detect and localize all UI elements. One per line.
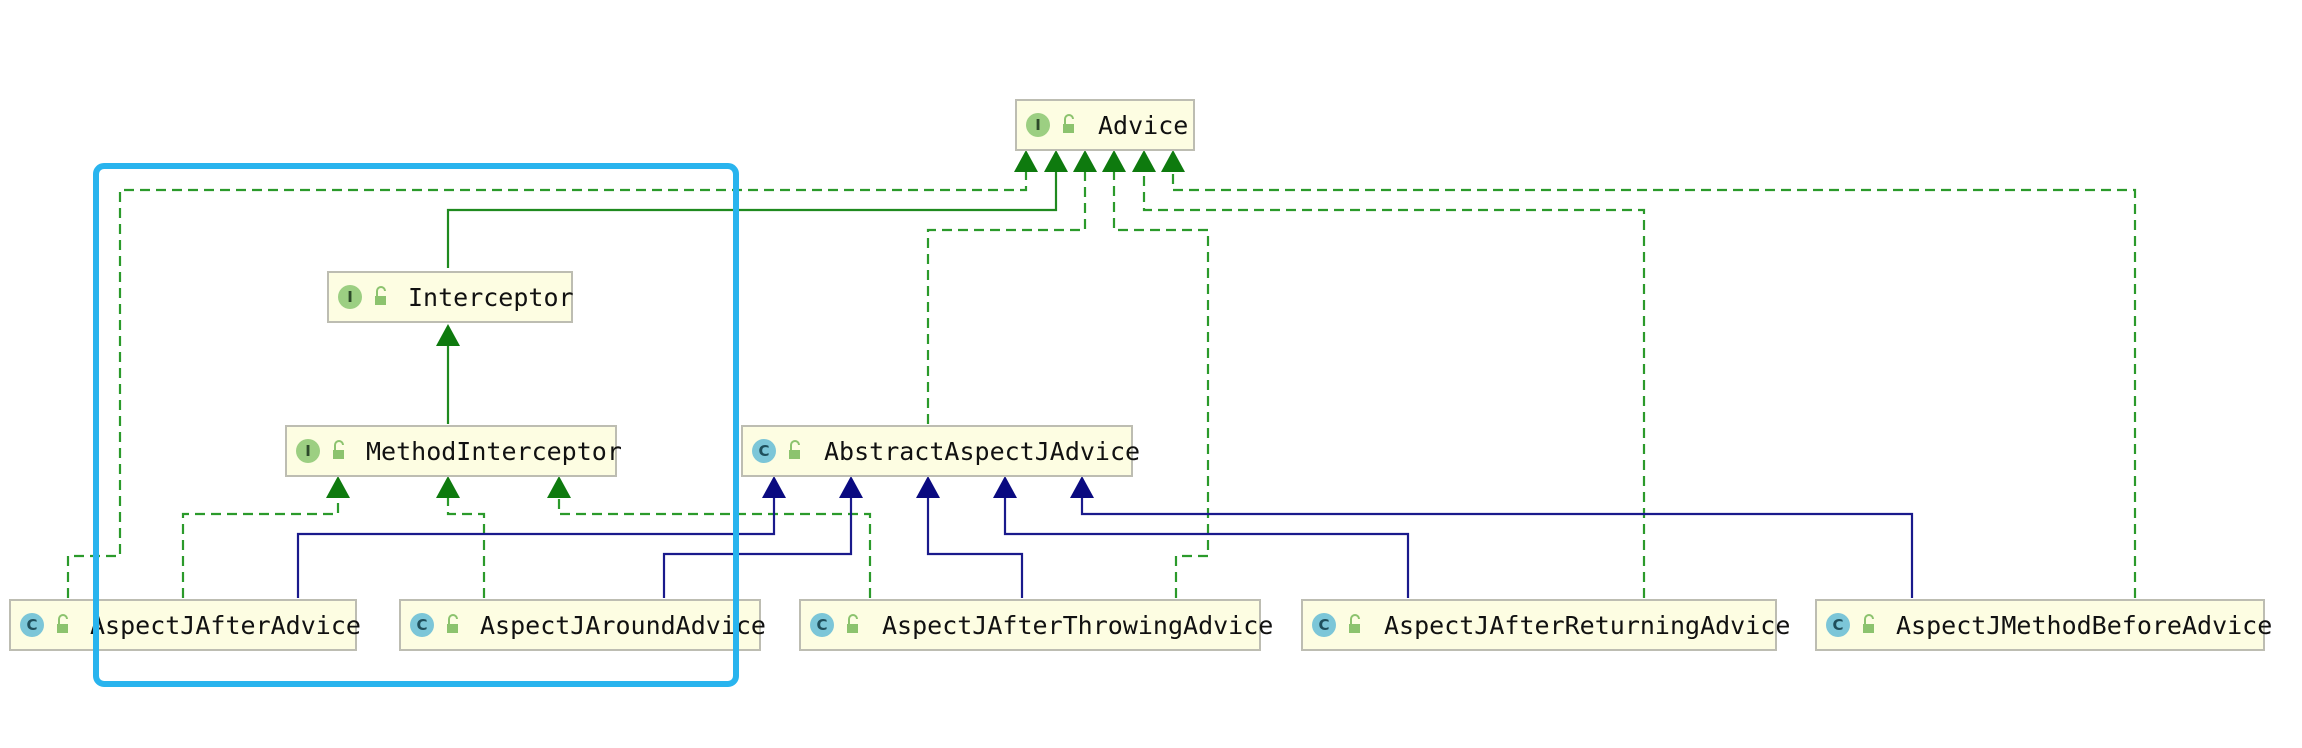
class-c-icon (752, 439, 776, 463)
node-interceptor-label: Interceptor (408, 283, 574, 312)
edge-after-advice-to-advice (66, 166, 1028, 598)
arrowhead-abstract-4 (993, 476, 1017, 498)
interface-i-icon (296, 439, 320, 463)
class-c-icon (1312, 613, 1336, 637)
node-aspectj-after-advice-label: AspectJAfterAdvice (90, 611, 361, 640)
node-method-interceptor-label: MethodInterceptor (366, 437, 622, 466)
svg-text:I: I (305, 442, 311, 460)
arrowhead-advice-6 (1161, 150, 1185, 172)
arrowhead-abstract-5 (1070, 476, 1094, 498)
node-aspectj-around-advice[interactable]: C AspectJAroundAdvice (399, 599, 766, 651)
arrowhead-method-interceptor-2 (436, 476, 460, 498)
node-aspectj-around-advice-label: AspectJAroundAdvice (480, 611, 766, 640)
arrowhead-abstract-1 (762, 476, 786, 498)
node-aspectj-after-throwing-advice[interactable]: C AspectJAfterThrowingAdvice (799, 599, 1273, 651)
arrowhead-method-interceptor-1 (326, 476, 350, 498)
node-aspectj-after-advice[interactable]: C AspectJAfterAdvice (9, 599, 361, 651)
svg-text:C: C (1832, 616, 1843, 634)
arrowhead-advice-1 (1014, 150, 1038, 172)
interface-i-icon (338, 285, 362, 309)
svg-text:C: C (26, 616, 37, 634)
node-advice-label: Advice (1098, 111, 1188, 140)
public-lock-icon (375, 286, 386, 305)
nodes: I Advice I Interceptor I (9, 99, 2272, 651)
class-c-icon (410, 613, 434, 637)
edge-after-returning-to-advice (1142, 166, 1646, 598)
node-aspectj-method-before-advice[interactable]: C AspectJMethodBeforeAdvice (1815, 599, 2272, 651)
edges (66, 166, 2137, 598)
arrowhead-advice-2 (1044, 150, 1068, 172)
node-advice[interactable]: I Advice (1015, 99, 1195, 151)
public-lock-icon (447, 614, 458, 633)
edge-around-to-method-interceptor (446, 496, 486, 598)
edge-before-to-abstract (1080, 496, 1914, 598)
edge-after-throwing-to-advice (1112, 166, 1210, 598)
edge-after-throwing-to-method-interceptor (557, 496, 872, 598)
node-interceptor[interactable]: I Interceptor (327, 271, 574, 323)
edge-after-advice-to-method-interceptor (181, 496, 340, 598)
class-c-icon (20, 613, 44, 637)
public-lock-icon (333, 440, 344, 459)
node-method-interceptor[interactable]: I MethodInterceptor (285, 425, 622, 477)
highlight-box (93, 163, 739, 687)
class-c-icon (1826, 613, 1850, 637)
arrowheads (326, 150, 1185, 498)
edge-before-to-advice (1171, 166, 2137, 598)
node-aspectj-method-before-advice-label: AspectJMethodBeforeAdvice (1896, 611, 2272, 640)
svg-text:I: I (1035, 116, 1041, 134)
public-lock-icon (1063, 114, 1074, 133)
edge-around-to-abstract (662, 496, 853, 598)
edge-abstract-to-advice (926, 166, 1087, 424)
arrowhead-abstract-3 (916, 476, 940, 498)
svg-text:C: C (416, 616, 427, 634)
public-lock-icon (57, 614, 68, 633)
edge-after-returning-to-abstract (1003, 496, 1410, 598)
edge-after-throwing-to-abstract (926, 496, 1024, 598)
arrowhead-interceptor (436, 324, 460, 346)
arrowhead-advice-5 (1132, 150, 1156, 172)
node-abstract-aspectj-advice-label: AbstractAspectJAdvice (824, 437, 1140, 466)
node-aspectj-after-returning-advice[interactable]: C AspectJAfterReturningAdvice (1301, 599, 1790, 651)
svg-text:C: C (758, 442, 769, 460)
public-lock-icon (789, 440, 800, 459)
public-lock-icon (847, 614, 858, 633)
svg-text:C: C (816, 616, 827, 634)
interface-i-icon (1026, 113, 1050, 137)
svg-text:I: I (347, 288, 353, 306)
node-abstract-aspectj-advice[interactable]: C AbstractAspectJAdvice (741, 425, 1140, 477)
edge-after-advice-to-abstract (296, 496, 776, 598)
arrowhead-advice-3 (1073, 150, 1097, 172)
arrowhead-abstract-2 (839, 476, 863, 498)
arrowhead-advice-4 (1102, 150, 1126, 172)
class-c-icon (810, 613, 834, 637)
edge-interceptor-to-advice (446, 166, 1058, 268)
node-aspectj-after-throwing-advice-label: AspectJAfterThrowingAdvice (882, 611, 1273, 640)
arrowhead-method-interceptor-3 (547, 476, 571, 498)
node-aspectj-after-returning-advice-label: AspectJAfterReturningAdvice (1384, 611, 1790, 640)
public-lock-icon (1349, 614, 1360, 633)
public-lock-icon (1863, 614, 1874, 633)
svg-text:C: C (1318, 616, 1329, 634)
